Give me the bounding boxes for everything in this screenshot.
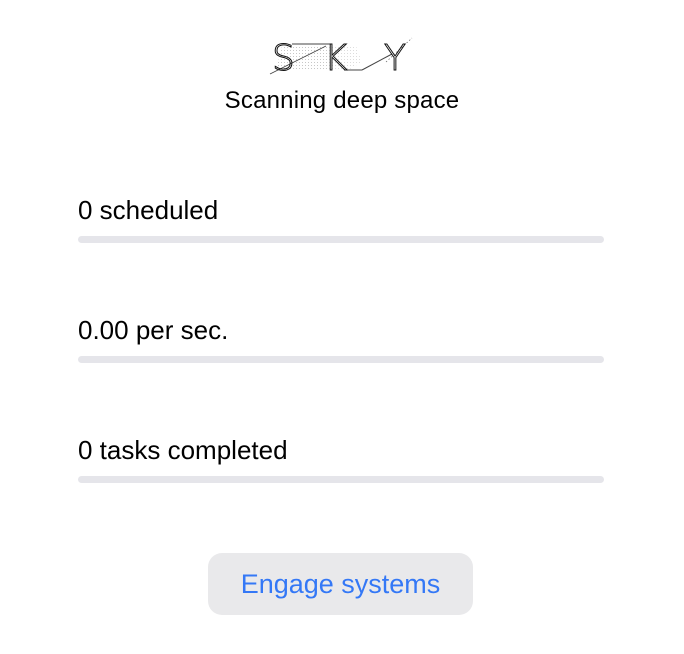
progress-bar — [78, 476, 604, 483]
subtitle: Scanning deep space — [224, 87, 460, 114]
logo-letter-s: S — [272, 38, 295, 78]
metric-label: 0.00 per sec. — [78, 315, 229, 345]
engage-systems-button[interactable]: Engage systems — [208, 553, 473, 615]
metric-rate: 0.00 per sec. — [78, 314, 604, 363]
sky-logo-graphic: S K Y — [269, 38, 413, 80]
metric-scheduled: 0 scheduled — [78, 194, 604, 243]
metric-label: 0 scheduled — [78, 195, 219, 225]
logo-letter-y: Y — [384, 38, 406, 78]
progress-bar — [78, 356, 604, 363]
metric-label: 0 tasks completed — [78, 435, 288, 465]
metric-completed: 0 tasks completed — [78, 434, 604, 483]
sky-logo: S K Y — [266, 32, 418, 80]
progress-bar — [78, 236, 604, 243]
logo-letter-k: K — [324, 38, 348, 78]
